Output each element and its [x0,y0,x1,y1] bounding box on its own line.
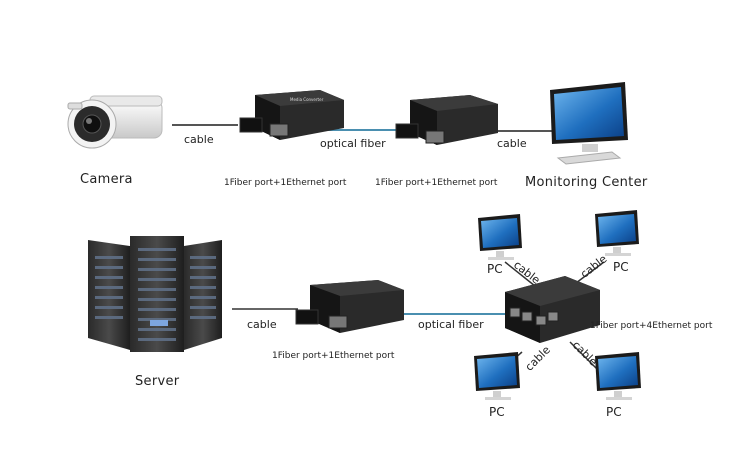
pc-monitor-2-icon [595,210,639,256]
camera-label: Camera [80,172,133,187]
monitor-cable-label: cable [497,137,527,150]
switch-caption: 1Fiber port+4Ethernet port [590,321,713,331]
pc-3-label: PC [489,405,505,419]
pc-monitor-4-icon [595,352,641,400]
pc-1-label: PC [487,262,503,276]
media-converter-1-icon: Media Converter [239,90,344,140]
pc-2-label: PC [613,260,629,274]
converter-3-caption: 1Fiber port+1Ethernet port [272,351,395,361]
camera-cable-label: cable [184,133,214,146]
pc-monitor-3-icon [474,352,520,400]
fiber-switch-icon [505,276,600,343]
monitor-icon [550,82,628,165]
pc-4-label: PC [606,405,622,419]
bottom-optical-fiber-label: optical fiber [418,318,484,331]
media-converter-3-icon [295,280,404,333]
top-optical-fiber-label: optical fiber [320,137,386,150]
monitoring-center-label: Monitoring Center [525,175,648,190]
svg-text:Media Converter: Media Converter [290,97,324,102]
converter-1-caption: 1Fiber port+1Ethernet port [224,178,347,188]
server-icon [88,236,222,352]
media-converter-2-icon [395,95,498,145]
converter-2-caption: 1Fiber port+1Ethernet port [375,178,498,188]
camera-icon [67,95,163,149]
pc-monitor-1-icon [478,214,522,260]
server-label: Server [135,374,180,389]
server-cable-label: cable [247,318,277,331]
